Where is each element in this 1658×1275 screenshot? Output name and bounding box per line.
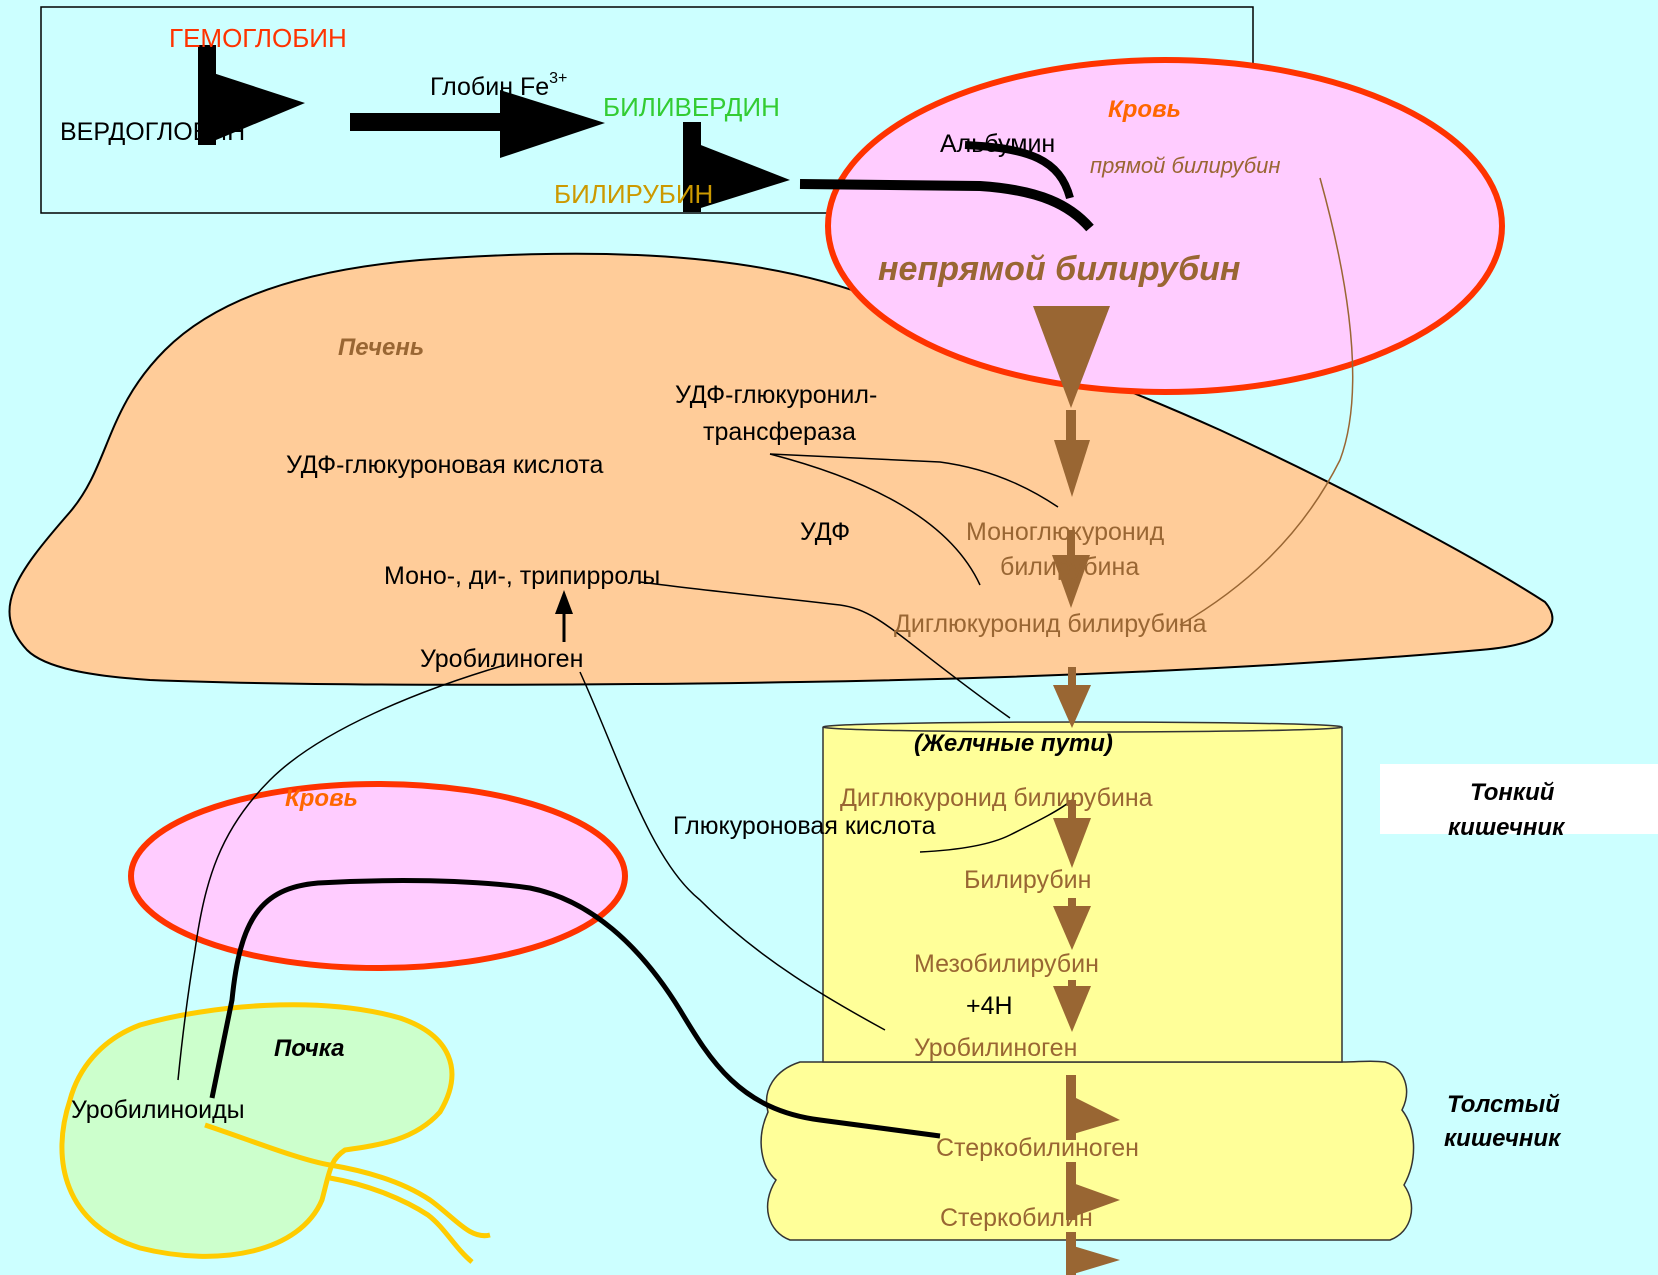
udp-glucuronic-acid-label: УДФ-глюкуроновая кислота [286, 451, 604, 479]
bile-duct-opening [822, 721, 1343, 733]
globin-fe-label: Глобин Fe3+ [430, 70, 567, 101]
albumin-hook [964, 141, 1074, 200]
arrow-liver-1-stem [1066, 410, 1076, 445]
blood-top-ellipse [825, 57, 1505, 395]
direct-bilirubin-line [1179, 177, 1354, 626]
arrow-liver-3-head [1053, 685, 1091, 728]
arrow-intestine-2-head [1053, 906, 1091, 950]
arrow-indirect-to-liver-head [1033, 306, 1110, 408]
enzyme-to-monoglucuronide-line [769, 453, 1059, 508]
monoglucuronide-label-line2: билирубина [1000, 553, 1139, 581]
enzyme-to-diglucuronide-line [769, 453, 981, 586]
blood-bottom-ellipse [128, 781, 628, 971]
bile-ducts-label: (Желчные пути) [914, 730, 1113, 757]
arrow-large-2-head [1070, 1182, 1120, 1218]
glucuronic-acid-label: Глюкуроновая кислота [673, 812, 936, 840]
mesobilirubin-label: Мезобилирубин [914, 950, 1099, 978]
arrow-liver-2-head [1052, 555, 1090, 608]
urobilinoids-label: Уробилиноиды [71, 1096, 245, 1124]
arrow-urobilinogen-to-pyrroles-head [555, 590, 573, 614]
large-intestine-label-line1: Толстый [1447, 1091, 1560, 1118]
arrow-verdoglobin-head [500, 90, 605, 158]
kidney-label: Почка [274, 1035, 345, 1062]
liver-shape [8, 252, 1554, 686]
diglucuronide-liver-label: Диглюкуронид билирубина [894, 610, 1207, 638]
urobilinogen-liver-label: Уробилиноген [420, 645, 583, 673]
large-intestine-label-line2: кишечник [1444, 1125, 1562, 1152]
kidney-shape [59, 1002, 455, 1259]
ureter-inner [329, 1175, 474, 1264]
hemoglobin-label: ГЕМОГЛОБИН [169, 23, 347, 53]
indirect-bilirubin-label: непрямой билирубин [878, 250, 1240, 288]
blood-bottom-label: Кровь [285, 785, 358, 812]
pyrroles-to-bileduct-line [639, 581, 1011, 719]
plus-4h-label: +4Н [966, 992, 1013, 1020]
ureter-outer [204, 1122, 491, 1239]
urobilinogen-enterohepatic-line [579, 671, 886, 1031]
biliverdin-label: БИЛИВЕРДИН [603, 92, 780, 122]
arrow-liver-1-head [1054, 440, 1090, 497]
small-intestine-label-box [1380, 764, 1658, 834]
fe-superscript: 3+ [549, 70, 567, 87]
enzyme-label-line2: трансфераза [703, 418, 856, 446]
arrow-large-1-head [1070, 1095, 1120, 1135]
arrow-intestine-3-head [1053, 986, 1091, 1032]
arrow-liver-2-stem [1067, 530, 1075, 555]
arrow-intestine-1-head [1053, 818, 1091, 868]
verdoglobin-label: ВЕРДОГЛОБИН [60, 118, 245, 146]
small-intestine-label-line1: Тонкий [1470, 779, 1555, 806]
bilirubin-intestine-label: Билирубин [964, 866, 1091, 894]
stercobilinogen-reabsorption-line [209, 878, 941, 1139]
albumin-label: Альбумин [940, 130, 1055, 158]
diglucuronide-intestine-label: Диглюкуронид билирубина [840, 784, 1153, 812]
arrow-liver-3-stem [1068, 667, 1076, 687]
glucuronic-acid-line [919, 799, 1073, 853]
arrow-verdoglobin-stem [350, 113, 515, 131]
small-intestine-label-line2: кишечник [1448, 814, 1566, 841]
blood-top-label: Кровь [1108, 96, 1181, 123]
monoglucuronide-label-line1: Моноглюкуронид [966, 518, 1165, 546]
arrow-biliverdin-head [688, 140, 790, 212]
stercobilinogen-label: Стеркобилиноген [936, 1134, 1139, 1162]
connector-lines [177, 453, 1073, 1081]
arrow-intestine-3-stem [1068, 980, 1076, 990]
arrow-hemoglobin-head [204, 70, 305, 145]
direct-bilirubin-label: прямой билирубин [1090, 153, 1280, 178]
globin-fe-text: Глобин Fe [430, 73, 549, 101]
heme-breakdown-arrows [198, 45, 790, 212]
arrow-intestine-2-stem [1068, 898, 1076, 908]
albumin-curve [799, 179, 1094, 232]
small-intestine-shape [822, 727, 1343, 1063]
udp-label: УДФ [800, 518, 850, 546]
urobilinogen-intestine-label: Уробилиноген [914, 1034, 1077, 1062]
bilirubin-top-label: БИЛИРУБИН [554, 179, 713, 209]
enzyme-label-line1: УДФ-глюкуронил- [675, 381, 877, 409]
flow-arrows [1033, 306, 1120, 1275]
liver-label: Печень [338, 334, 424, 361]
pyrroles-label: Моно-, ди-, трипирролы [384, 562, 660, 590]
urobilinogen-to-kidney-line [177, 664, 506, 1081]
arrow-large-3-head [1070, 1245, 1120, 1275]
stercobilin-label: Стеркобилин [940, 1204, 1093, 1232]
large-intestine-shape [760, 1060, 1415, 1241]
arrow-intestine-1-stem [1068, 800, 1076, 820]
